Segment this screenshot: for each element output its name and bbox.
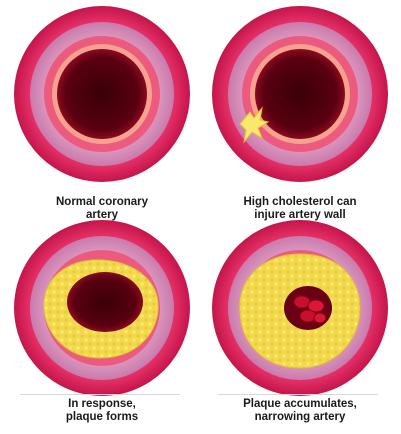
caption-normal: Normal coronary artery — [55, 196, 149, 221]
red-blood-cell — [307, 299, 325, 313]
normal-artery-cross-section — [12, 4, 192, 184]
narrowing-lumen — [67, 272, 143, 332]
caption-injured: High cholesterol can injure artery wall — [243, 196, 357, 221]
divider — [218, 394, 378, 395]
injury-site — [239, 106, 270, 144]
narrowed-artery-cross-section — [210, 218, 390, 398]
divider — [20, 394, 180, 395]
caption-narrowed: Plaque accumulates, narrowing artery — [243, 398, 357, 423]
caption-plaque-forms: In response, plaque forms — [65, 398, 139, 423]
red-blood-cell — [299, 309, 317, 323]
red-blood-cell — [313, 312, 327, 324]
plaque-forming-artery-cross-section — [12, 218, 192, 398]
injured-artery-cross-section — [210, 4, 390, 184]
lumen — [57, 49, 147, 139]
